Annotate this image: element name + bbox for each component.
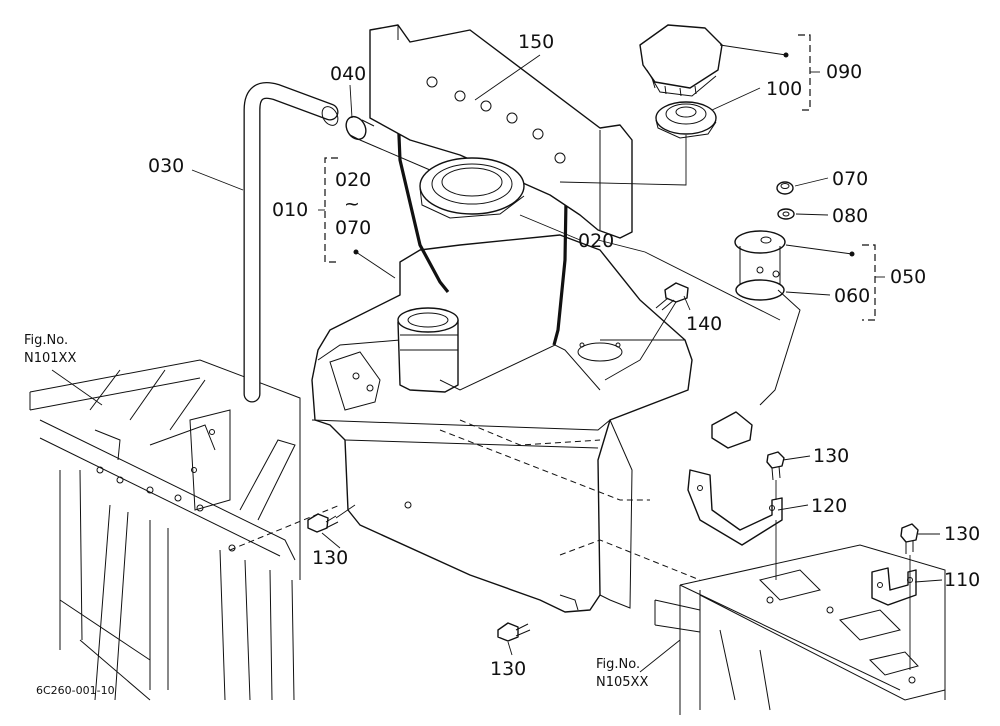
fig-ref-code-right: N105XX <box>596 675 648 690</box>
label-020: 020 <box>578 230 614 252</box>
fig-ref-title-right: Fig.No. <box>596 657 640 672</box>
tank-bracket-120 <box>687 469 783 546</box>
label-070-range: 070 <box>335 217 371 239</box>
label-100: 100 <box>766 78 802 100</box>
label-010: 010 <box>272 199 308 221</box>
drawing-code: 6C260-001-10 <box>36 684 115 697</box>
tank-straps <box>396 111 601 391</box>
fig-ref-code-left: N101XX <box>24 351 76 366</box>
label-040: 040 <box>330 63 366 85</box>
sender-washer <box>777 208 795 220</box>
hose-clamp <box>345 115 431 171</box>
label-140: 140 <box>686 313 722 335</box>
label-130-right: 130 <box>944 523 980 545</box>
fuel-cap <box>639 24 723 97</box>
left-frame-structure <box>29 359 301 701</box>
label-130-bottom: 130 <box>490 658 526 680</box>
bolt-130-center <box>766 451 785 481</box>
figure-reference-left: Fig.No. N101XX <box>24 333 76 366</box>
label-030: 030 <box>148 155 184 177</box>
tank-mount-panel <box>369 24 633 239</box>
sender-nut <box>776 181 794 195</box>
label-090: 090 <box>826 61 862 83</box>
label-050: 050 <box>890 266 926 288</box>
label-070: 070 <box>832 168 868 190</box>
bolt-140 <box>655 282 689 311</box>
label-120: 120 <box>811 495 847 517</box>
fig-ref-title-left: Fig.No. <box>24 333 68 348</box>
leader-lines <box>51 34 943 673</box>
label-150: 150 <box>518 31 554 53</box>
filler-collar <box>419 157 525 219</box>
fuel-sender-unit <box>711 230 801 449</box>
bolt-130-left <box>307 513 339 533</box>
cap-gasket <box>655 101 717 139</box>
label-110: 110 <box>944 569 980 591</box>
label-080: 080 <box>832 205 868 227</box>
right-frame-structure <box>654 544 946 715</box>
tank-bracket-110 <box>871 567 917 606</box>
label-060: 060 <box>834 285 870 307</box>
label-130-center: 130 <box>813 445 849 467</box>
fuel-tank-body <box>311 234 693 613</box>
label-130-left: 130 <box>312 547 348 569</box>
part-labels: 150 040 030 010 020 ~ 070 020 090 100 07… <box>148 31 980 680</box>
label-tilde: ~ <box>344 193 360 215</box>
figure-reference-right: Fig.No. N105XX <box>596 657 648 690</box>
bolt-130-right <box>900 523 919 554</box>
label-020-range: 020 <box>335 169 371 191</box>
bolt-130-bottom <box>497 622 531 642</box>
breather-hose <box>243 82 339 403</box>
